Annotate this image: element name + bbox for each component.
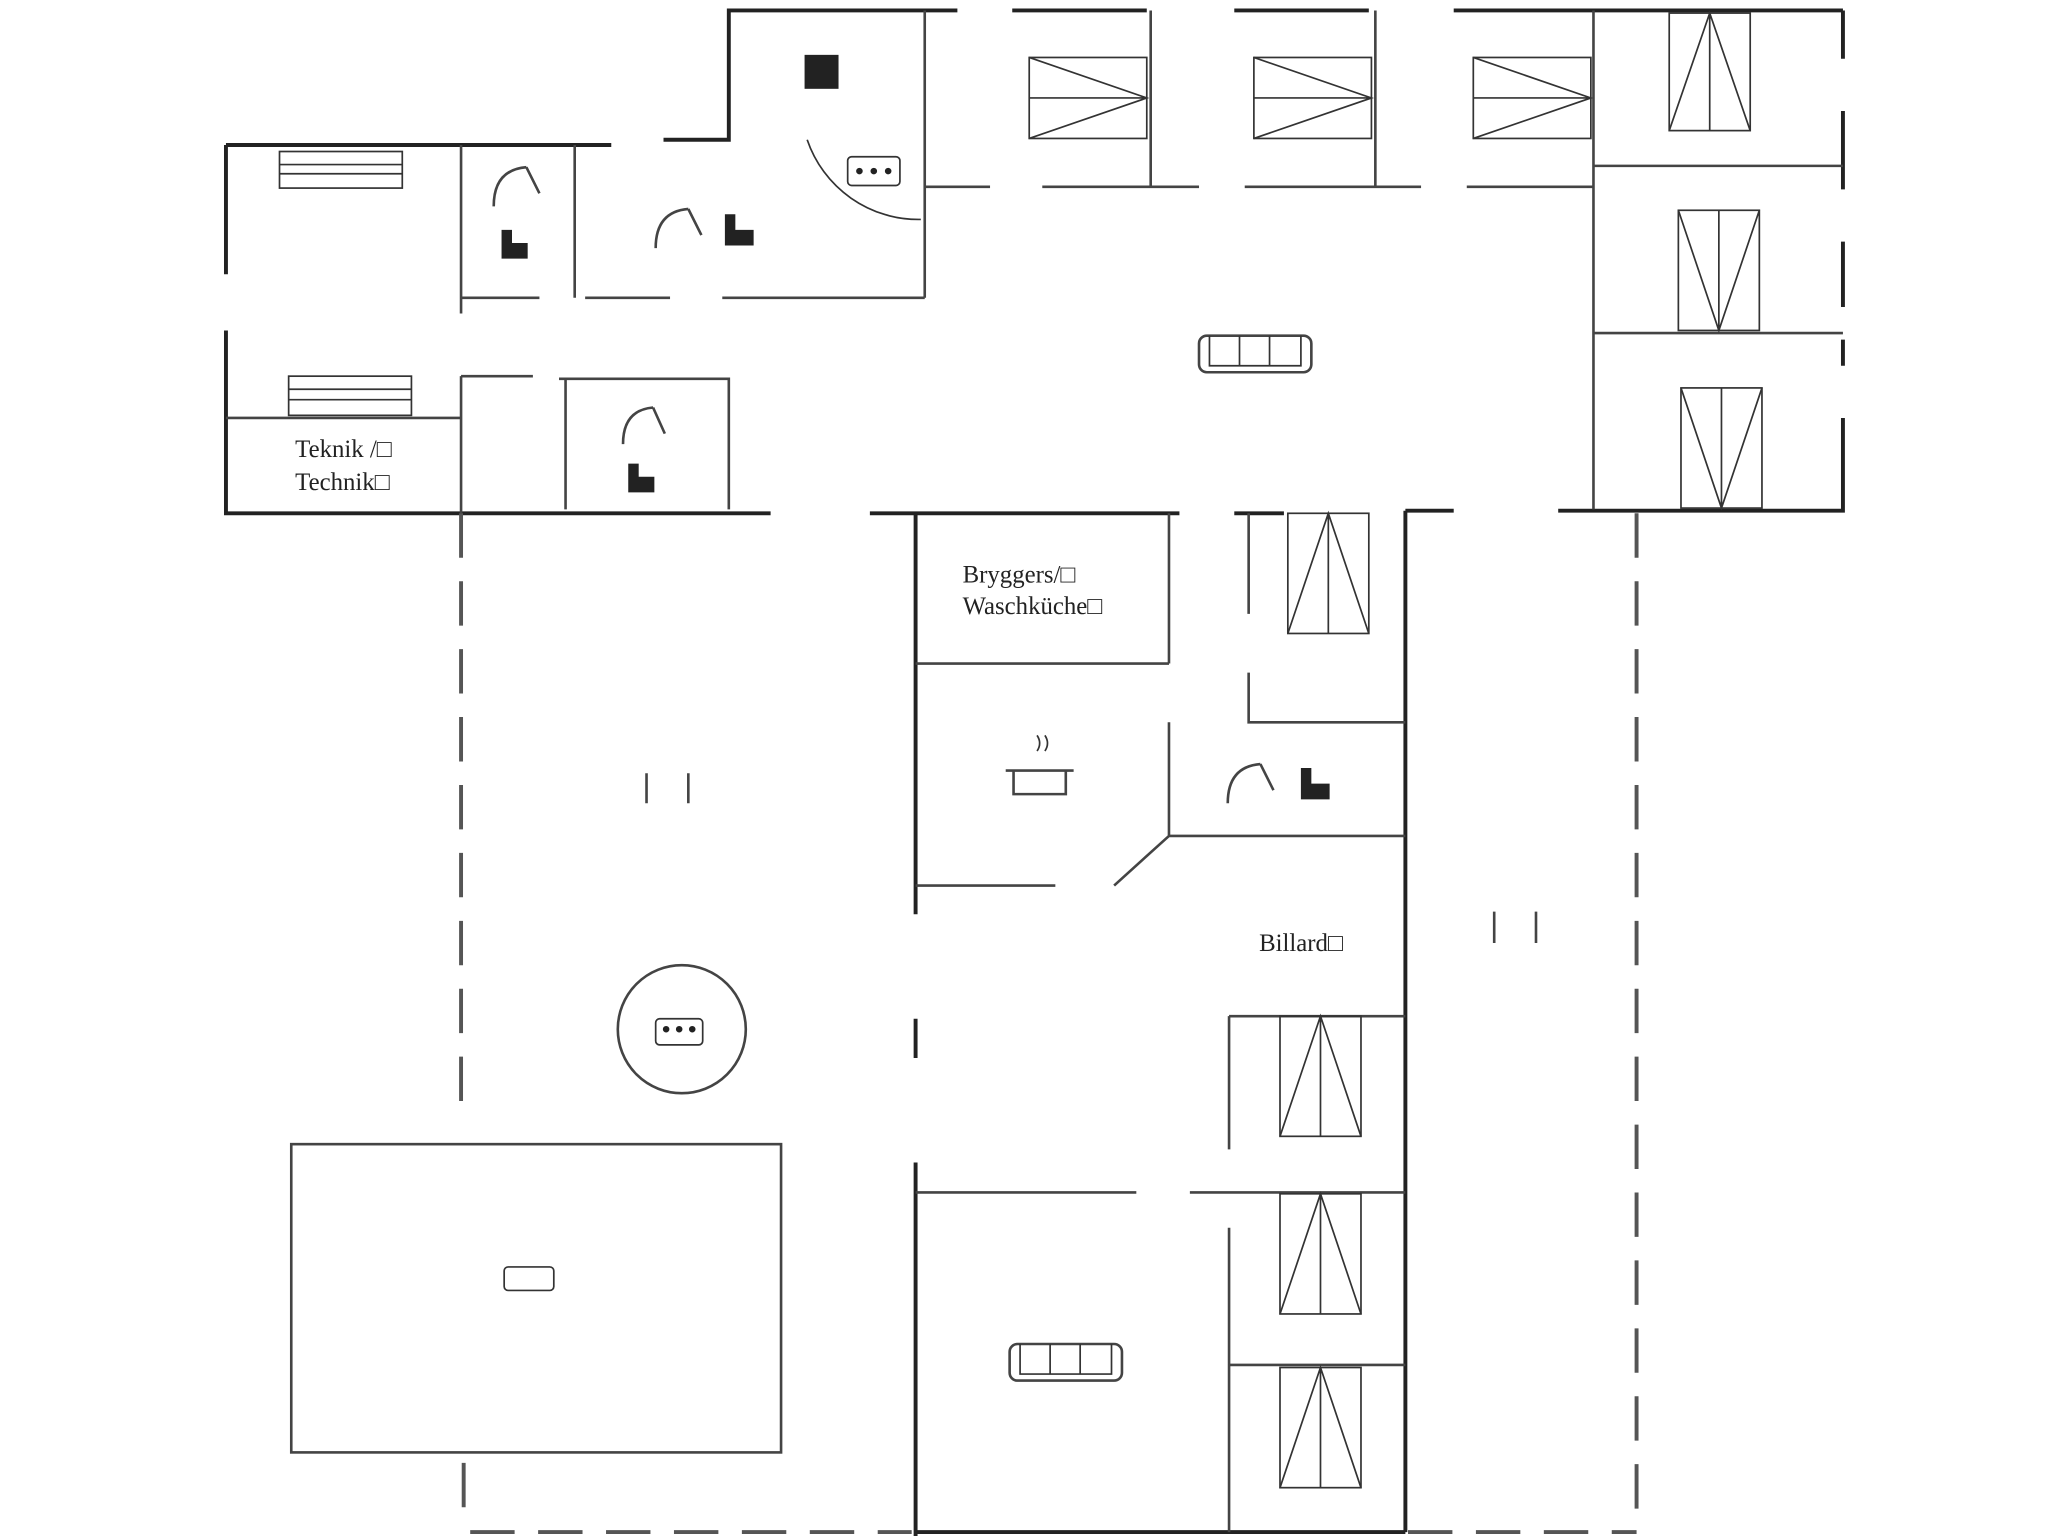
bathroom-icons [492,165,1330,804]
bed-icon [1668,10,1752,132]
bed-icons [278,10,1763,1489]
bed-icon [1680,387,1763,511]
bed-icon [1253,56,1375,140]
label-billiard: Billard□ [1259,930,1343,957]
sofa-icon [1197,334,1313,374]
room-labels: Teknik /□ Technik□ Bryggers/□ Waschküche… [295,436,1343,957]
hot-tub-outdoor-icon [616,963,748,1095]
toilet-icon [1300,768,1330,800]
label-laundry-1: Bryggers/□ [963,562,1076,589]
bed-icon [1286,510,1370,635]
bed-icon [1472,56,1594,140]
toilet-icon [628,463,655,493]
shower-icon [1226,762,1275,804]
label-technik-2: Technik□ [295,469,390,496]
label-laundry-2: Waschküche□ [963,593,1103,620]
bed-icon [1677,209,1761,334]
bed-icon [278,150,404,189]
sofa-icon [1008,1342,1124,1382]
bed-icon [1279,1364,1362,1489]
shower-icon [492,165,541,207]
pool [289,1142,783,1454]
bed-icon [1279,1013,1362,1138]
shower-icon [654,207,703,249]
sofa-icons [1008,334,1313,1382]
sauna-icon [804,54,839,89]
bed-icon [1028,56,1150,140]
stove-icon [1005,734,1074,796]
outer-walls [224,8,1845,1536]
label-technik-1: Teknik /□ [295,436,392,463]
shower-icon [621,406,667,445]
terrace-outline [459,513,1639,1535]
bed-icon [287,375,413,417]
toilet-icon [501,229,528,259]
hot-tub-indoor-icon [846,155,901,187]
toilet-icon [724,214,754,246]
bed-icon [1279,1191,1362,1315]
interior-walls [225,10,1843,1533]
